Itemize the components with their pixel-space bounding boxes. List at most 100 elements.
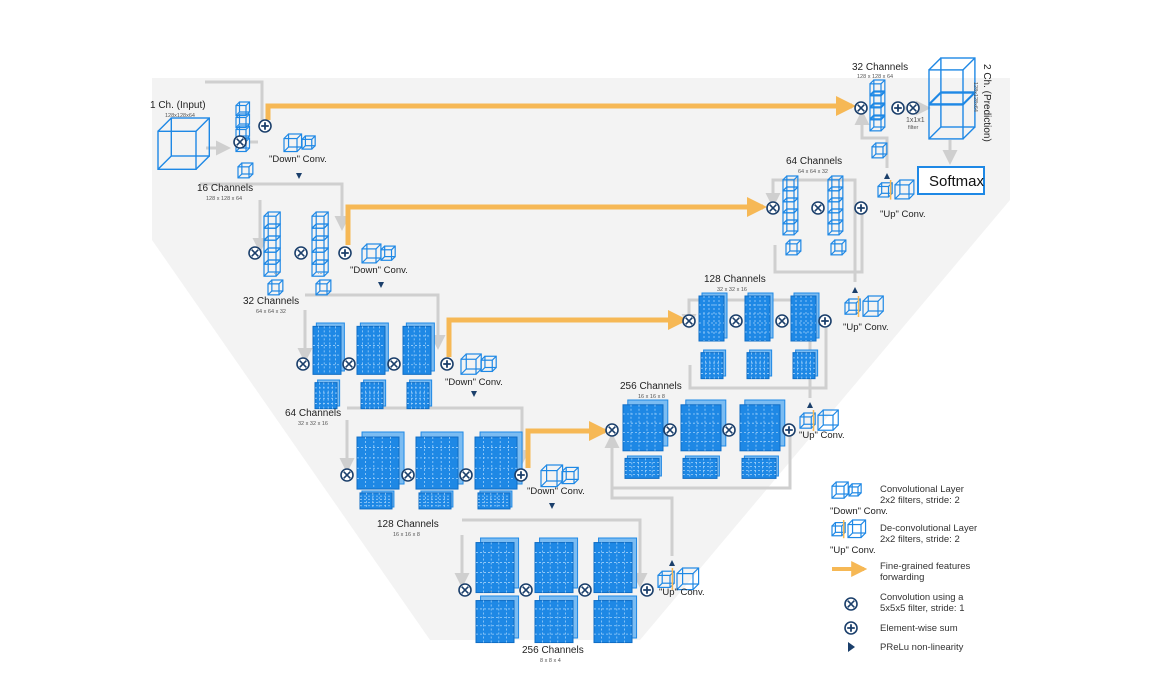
conv-cube-small [848,483,862,497]
rect-249 [534,542,574,594]
path-482 [827,219,844,236]
rect-368 [803,412,816,425]
enc-stage4-small-c [477,490,513,510]
upconv-cube-large [862,295,884,317]
conv-cube-large [831,481,849,499]
rect-377 [698,295,725,342]
stack-cube [235,113,251,129]
enc-stage3-block-a [312,322,345,375]
down-conv-icon-3 [460,353,497,375]
rect-314 [680,404,722,452]
convolution-icon [340,468,354,482]
rect-446 [862,300,879,317]
enc-stage4-small-a [359,490,395,510]
enc-stage4-channels: 128 Channels [377,519,439,530]
path-149 [480,355,497,372]
rect-522 [928,104,964,140]
convolution-icon [296,357,310,371]
rect-133 [406,382,430,410]
convolution-icon [459,468,473,482]
rect-536 [851,519,867,534]
path-441 [821,317,829,325]
rect-302 [622,404,664,452]
path-312 [666,426,674,434]
convolution-icon [387,357,401,371]
dec-stage1-dims: 128 x 128 x 64 [857,74,893,80]
connector-line [462,518,648,588]
conv-cube-small [561,466,579,485]
bottom-block-b [475,595,520,644]
path-89 [345,360,353,368]
rect-356 [741,457,777,479]
conv-cube-large [460,353,482,375]
sum-icon [514,468,528,482]
forward-link [345,204,352,245]
path-524 [928,92,976,140]
connector-line [773,214,864,274]
conv-cube-small [301,135,316,150]
rect-42 [263,263,277,277]
stack-cube [311,259,329,277]
rect-431 [792,352,816,380]
convolution-icon [294,246,308,260]
path-146 [460,353,482,375]
path-488 [830,239,847,256]
path-530 [848,483,862,497]
path-4 [236,138,244,146]
ellipsis-stage2-a: ... [274,270,279,276]
path-46 [297,249,305,257]
enc-stage2-extra-a [267,279,284,296]
rect-525 [831,485,845,499]
rect-73 [380,249,393,261]
rect-532 [834,521,846,533]
rect-26 [304,135,316,147]
rect-507 [873,103,886,116]
dec-stage3-block-a [698,292,728,342]
path-220 [540,464,564,488]
rect-500 [869,83,882,96]
rect-218 [540,470,558,488]
dec-stage3-small-b [746,349,773,380]
rect-464 [786,219,799,232]
convolution-icon [906,101,920,115]
dec-stage4-small-c [741,455,779,479]
rect-292 [657,574,671,589]
rect-510 [873,115,886,128]
path-511 [869,115,886,132]
path-269 [581,586,589,594]
path-479 [827,208,844,225]
output-volume-1 [928,57,976,105]
enc-stage3-small-b [360,379,387,410]
rect-513 [875,142,888,155]
stack-cube [827,219,844,236]
path-521 [928,57,976,105]
sum-icon [891,101,905,115]
rect-153 [356,436,400,490]
rect-531 [831,525,843,537]
path-539 [847,600,855,608]
dec-stage1-stack [869,79,886,132]
convolution-icon [342,357,356,371]
path-505 [869,91,886,108]
rect-12 [238,125,251,137]
connector-line [200,182,350,231]
convolution-icon [663,423,677,437]
rect-367 [799,416,812,429]
rect-447 [867,295,884,312]
up-conv-icon-1 [877,179,915,200]
enc-stage3-dims: 32 x 32 x 16 [298,421,328,427]
convolution-icon [775,314,789,328]
rect-103 [402,325,432,375]
path-473 [827,186,844,203]
enc-stage2-channels: 32 Channels [243,296,299,307]
rect-496 [899,179,915,195]
path-225 [461,586,469,594]
enc-stage2-stack-b [311,211,329,277]
legend-up-conv-icon [831,519,867,539]
input-label: 1 Ch. (Input) [150,100,206,111]
path-541 [847,624,855,632]
rect-421 [746,352,770,380]
bottom-block-d [534,595,579,644]
connector-line [305,293,446,350]
path-55 [311,235,329,253]
